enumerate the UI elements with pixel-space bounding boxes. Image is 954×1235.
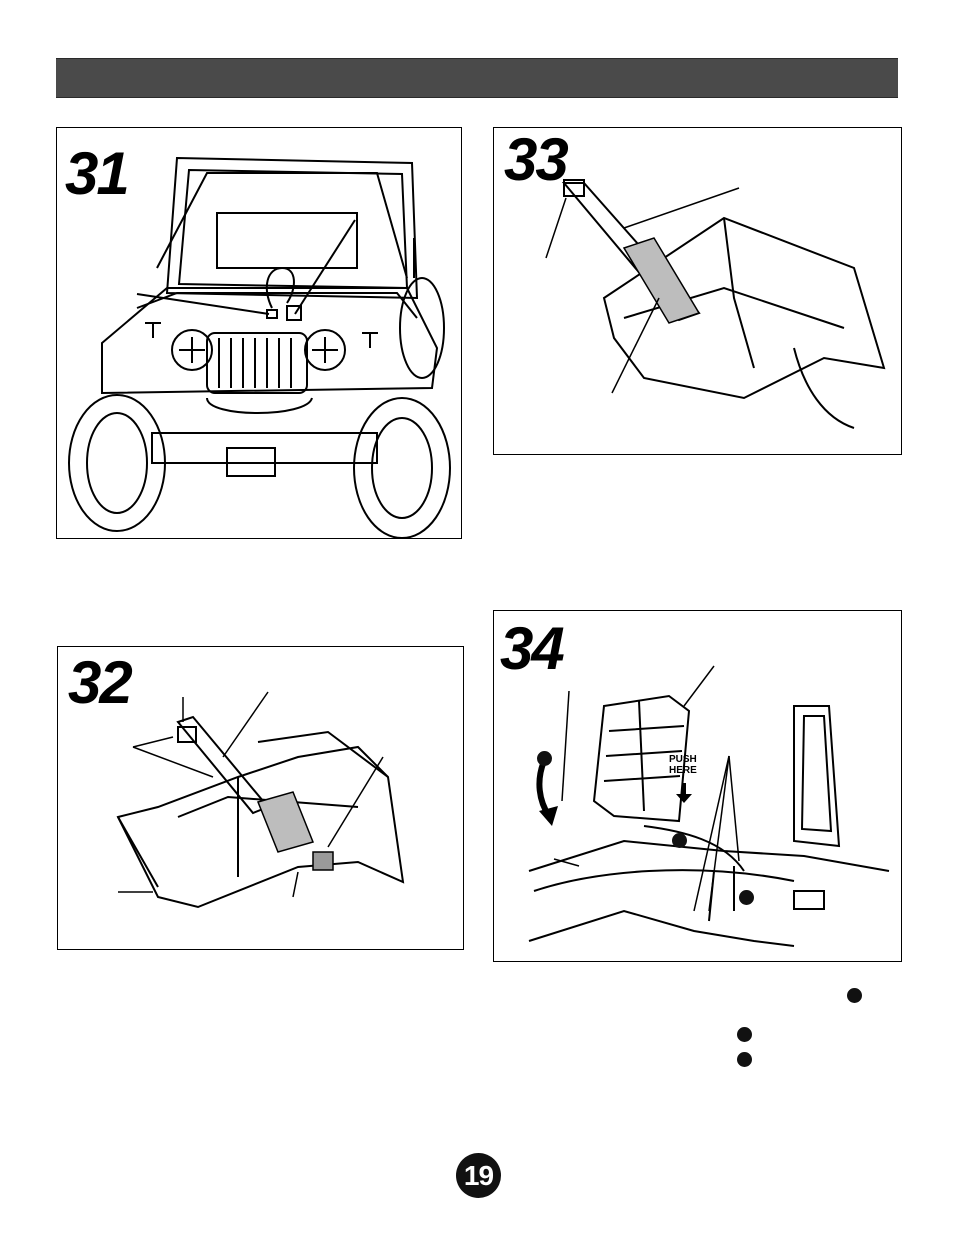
figure-31: 31 (56, 127, 462, 539)
figure-33: 33 (493, 127, 902, 455)
push-arrow (494, 611, 901, 961)
page-number: 19 (456, 1153, 501, 1198)
figure-34: 34 PUSH HERE (493, 610, 902, 962)
callout-marker-1 (847, 988, 862, 1003)
seat-strap-applied-illustration (494, 128, 901, 454)
seat-strap-illustration (58, 647, 463, 949)
figure-32: 32 (57, 646, 464, 950)
header-bar (56, 58, 898, 98)
callout-marker-3 (737, 1052, 752, 1067)
vehicle-front-illustration (57, 128, 461, 538)
callout-marker-2 (737, 1027, 752, 1042)
